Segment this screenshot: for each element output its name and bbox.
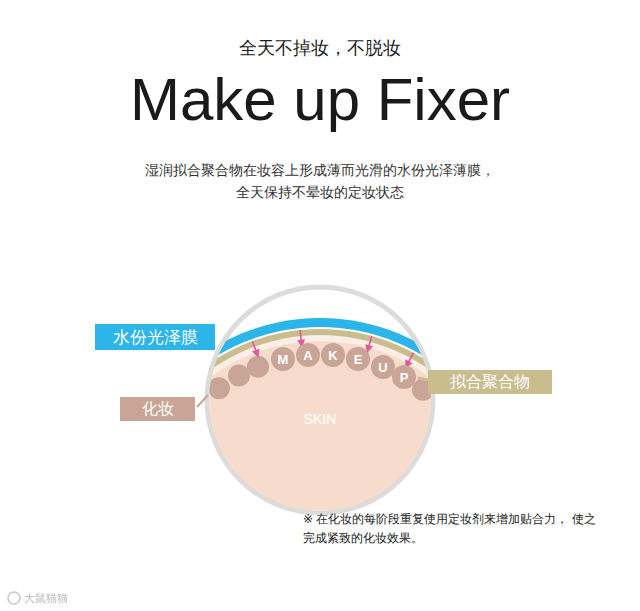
bead-letter: U: [378, 360, 387, 375]
makeup-bead: [228, 365, 250, 387]
makeup-bead: [247, 356, 269, 378]
makeup-bead: A: [296, 343, 320, 367]
skin-label: SKIN: [207, 411, 433, 427]
polymer-leader: [418, 378, 428, 380]
label-text: 水份光泽膜: [113, 326, 198, 349]
makeup-bead: E: [346, 347, 370, 371]
bead-letter: P: [400, 370, 409, 385]
bead-letter: E: [354, 352, 363, 367]
label-text: 化妆: [142, 399, 174, 420]
makeup-leader: [197, 395, 208, 407]
bead-letter: A: [303, 348, 312, 363]
makeup-bead: M: [271, 347, 295, 371]
moisture-film-band: [113, 318, 527, 611]
headline: 全天不掉妆，不脱妆: [0, 36, 640, 60]
polymer-label-box: 拟合聚合物: [428, 370, 552, 394]
bond-arrow: [252, 341, 258, 356]
subtitle: 湿润拟合聚合物在妆容上形成薄而光滑的水份光泽薄膜， 全天保持不晕妆的定妆状态: [140, 159, 500, 203]
note: ※ 在化妆的每阶段重复使用定妆剂来增加贴合力， 使之完成紧致的化妆效果。: [303, 510, 603, 548]
bond-arrow: [368, 336, 372, 351]
makeup-bead: P: [392, 365, 416, 389]
film-label-box: 水份光泽膜: [95, 324, 215, 350]
bead-letter: K: [328, 348, 337, 363]
label-text: 拟合聚合物: [450, 372, 530, 393]
skin-circle: SKIN MA K EUP: [207, 287, 433, 513]
watermark: 大鼠猫猫: [24, 591, 144, 605]
bead-letter: M: [278, 352, 289, 367]
watermark-icon: [8, 592, 20, 604]
makeup-bead: K: [321, 343, 345, 367]
makeup-bead: [208, 377, 230, 399]
main-title: Make up Fixer: [0, 64, 640, 136]
makeup-label-box: 化妆: [120, 397, 195, 421]
